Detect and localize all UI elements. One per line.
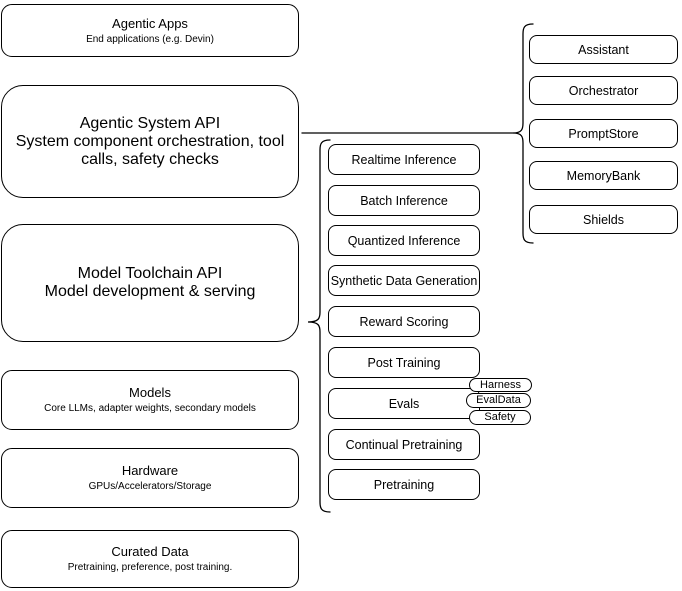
tag-label: EvalData <box>476 394 521 406</box>
node-post-training: Post Training <box>328 347 480 378</box>
node-title: Agentic System API <box>79 114 221 132</box>
node-label: Batch Inference <box>360 193 448 208</box>
node-label: Shields <box>583 212 624 227</box>
node-title: Model Toolchain API <box>77 265 223 282</box>
system-components-brace <box>512 23 534 244</box>
node-synthetic-data-generation: Synthetic Data Generation <box>328 265 480 296</box>
node-label: Evals <box>388 396 420 411</box>
node-hardware: Hardware GPUs/Accelerators/Storage <box>1 448 299 508</box>
toolchain-brace <box>307 139 331 513</box>
node-continual-pretraining: Continual Pretraining <box>328 429 480 460</box>
node-label: Quantized Inference <box>347 233 461 248</box>
node-agentic-system-api: Agentic System API System component orch… <box>1 85 299 198</box>
node-model-toolchain-api: Model Toolchain API Model development & … <box>1 224 299 342</box>
tag-harness: Harness <box>469 378 532 392</box>
node-realtime-inference: Realtime Inference <box>328 144 480 175</box>
node-label: Post Training <box>367 355 441 370</box>
node-assistant: Assistant <box>529 35 678 64</box>
node-label: Assistant <box>578 42 629 57</box>
node-label: MemoryBank <box>566 168 641 183</box>
tag-label: Harness <box>480 378 521 391</box>
node-pretraining: Pretraining <box>328 469 480 500</box>
node-subtitle: End applications (e.g. Devin) <box>86 33 214 45</box>
node-subtitle: Pretraining, preference, post training. <box>67 562 233 573</box>
node-subtitle: Model development & serving <box>44 283 256 300</box>
node-models: Models Core LLMs, adapter weights, secon… <box>1 370 299 430</box>
node-batch-inference: Batch Inference <box>328 185 480 216</box>
node-label: Reward Scoring <box>359 314 449 329</box>
node-label: Synthetic Data Generation <box>330 273 478 288</box>
tag-label: Safety <box>484 411 516 423</box>
node-subtitle: System component orchestration, tool cal… <box>15 132 285 168</box>
tag-evaldata: EvalData <box>466 393 531 408</box>
node-title: Agentic Apps <box>112 15 188 31</box>
node-orchestrator: Orchestrator <box>529 76 678 105</box>
node-promptstore: PromptStore <box>529 119 678 148</box>
node-label: Orchestrator <box>568 83 639 98</box>
node-reward-scoring: Reward Scoring <box>328 306 480 337</box>
node-title: Curated Data <box>111 544 189 559</box>
tag-safety: Safety <box>469 410 531 425</box>
node-curated-data: Curated Data Pretraining, preference, po… <box>1 530 299 588</box>
node-label: Realtime Inference <box>351 152 457 167</box>
node-label: Pretraining <box>373 477 435 492</box>
node-title: Hardware <box>121 463 179 478</box>
node-subtitle: GPUs/Accelerators/Storage <box>88 481 212 492</box>
node-evals: Evals <box>328 388 480 419</box>
node-label: PromptStore <box>568 126 639 141</box>
node-shields: Shields <box>529 205 678 234</box>
node-agentic-apps: Agentic Apps End applications (e.g. Devi… <box>1 4 299 57</box>
node-memorybank: MemoryBank <box>529 161 678 190</box>
node-quantized-inference: Quantized Inference <box>328 225 480 256</box>
node-title: Models <box>129 385 171 400</box>
node-label: Continual Pretraining <box>345 437 463 452</box>
node-subtitle: Core LLMs, adapter weights, secondary mo… <box>44 403 256 414</box>
